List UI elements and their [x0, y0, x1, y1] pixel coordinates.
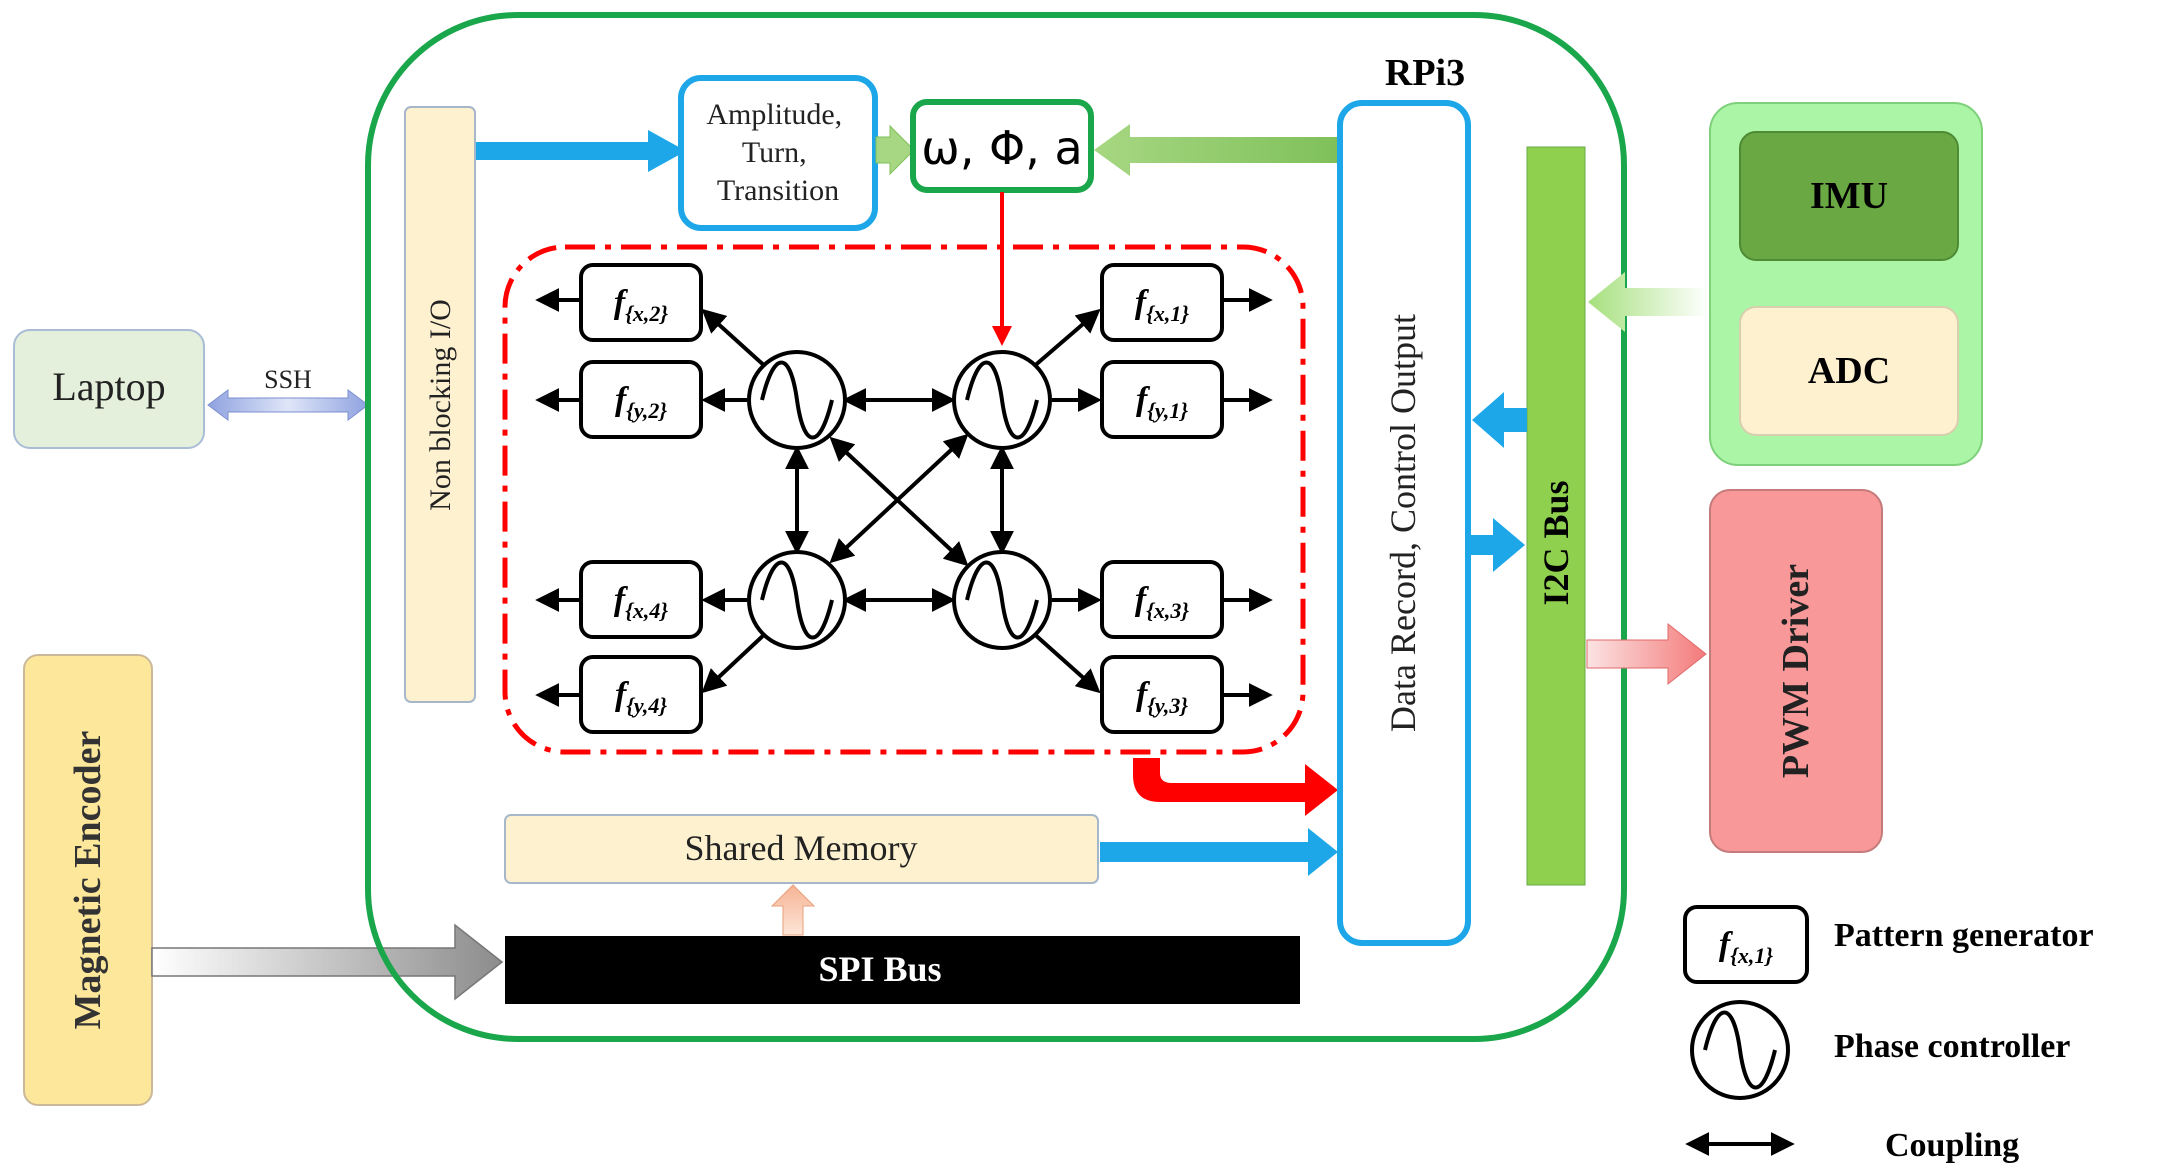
omega-box — [910, 99, 1094, 193]
data-record-box — [1337, 100, 1471, 946]
data-record-label: Data Record, Control Output — [1383, 314, 1423, 732]
rpi3-container — [365, 12, 1627, 1042]
svg-text:f{x,1}: f{x,1} — [1135, 284, 1189, 326]
pattern-generator-y4: f{y,4} — [579, 655, 703, 734]
pwm-driver-box — [1709, 489, 1883, 853]
pattern-generator-y3: f{y,3} — [1100, 655, 1224, 734]
cpg-network-region — [502, 244, 1306, 755]
amplitude-label: Amplitude, Turn, Transition — [706, 98, 849, 207]
laptop-box — [13, 329, 205, 449]
record-to-i2c-arrow — [1470, 518, 1525, 572]
phase-controller — [747, 550, 847, 650]
spi-bus-label: SPI Bus — [818, 949, 941, 989]
shared-memory-box — [504, 814, 1099, 884]
ssh-arrow — [207, 389, 369, 421]
svg-text:f{y,1}: f{y,1} — [1136, 381, 1188, 423]
adc-box — [1739, 306, 1959, 436]
imu-box — [1739, 131, 1959, 261]
sensors-to-i2c-arrow — [1588, 272, 1708, 332]
amplitude-to-omega-arrow — [875, 124, 915, 176]
magnetic-encoder-label: Magnetic Encoder — [67, 731, 109, 1030]
i2c-bus-label: I2C Bus — [1536, 480, 1576, 605]
svg-text:f{x,4}: f{x,4} — [614, 581, 668, 623]
phase-controller — [952, 350, 1052, 450]
spi-bus-box — [505, 936, 1300, 1004]
record-to-omega-arrow — [1094, 124, 1340, 176]
amplitude-box — [678, 75, 878, 231]
nonblocking-io-box — [404, 106, 476, 703]
svg-text:f{x,1}: f{x,1} — [1719, 926, 1773, 968]
pattern-generator-x2: f{x,2} — [579, 263, 703, 342]
svg-text:f{y,4}: f{y,4} — [615, 676, 667, 718]
legend-phase-controller-label: Phase controller — [1834, 1028, 2070, 1065]
svg-text:f{x,3}: f{x,3} — [1135, 581, 1189, 623]
legend-pattern-generator-label: Pattern generator — [1834, 917, 2094, 954]
encoder-to-spi-arrow — [151, 923, 504, 1001]
pattern-generator-y1: f{y,1} — [1100, 360, 1224, 439]
pattern-generator-x4: f{x,4} — [579, 560, 703, 639]
memory-to-record-arrow — [1100, 828, 1338, 876]
i2c-bus-box — [1526, 146, 1586, 886]
i2c-to-pwm-arrow — [1586, 622, 1707, 686]
output-arrows — [535, 288, 1273, 707]
shared-memory-label: Shared Memory — [685, 828, 918, 868]
rpi3-label: RPi3 — [1385, 52, 1465, 94]
io-to-amplitude-arrow — [476, 130, 686, 172]
pattern-generator-x3: f{x,3} — [1100, 560, 1224, 639]
coupling-arrows — [785, 388, 1014, 612]
spi-to-memory-arrow — [770, 884, 816, 936]
legend-phase-controller-icon — [1690, 1000, 1790, 1100]
legend-pattern-generator: f{x,1} — [1683, 905, 1809, 984]
ssh-label: SSH — [264, 365, 312, 394]
cpg-to-record-arrow — [1133, 758, 1338, 816]
phase-controller — [952, 550, 1052, 650]
pattern-generator-y2: f{y,2} — [579, 360, 703, 439]
omega-label: ω, Φ, a — [921, 121, 1082, 175]
svg-text:f{x,2}: f{x,2} — [614, 284, 668, 326]
legend-coupling-label: Coupling — [1885, 1127, 2019, 1164]
svg-text:f{y,2}: f{y,2} — [615, 381, 667, 423]
nonblocking-io-label: Non blocking I/O — [424, 299, 457, 511]
laptop-label: Laptop — [52, 364, 165, 409]
imu-label: IMU — [1810, 175, 1888, 217]
magnetic-encoder-box — [23, 654, 153, 1106]
pattern-generator-x1: f{x,1} — [1100, 263, 1224, 342]
pwm-driver-label: PWM Driver — [1775, 564, 1817, 778]
i2c-to-record-arrow — [1472, 392, 1527, 448]
adc-label: ADC — [1808, 350, 1890, 392]
phase-controller — [747, 350, 847, 450]
svg-text:f{y,3}: f{y,3} — [1136, 676, 1188, 718]
